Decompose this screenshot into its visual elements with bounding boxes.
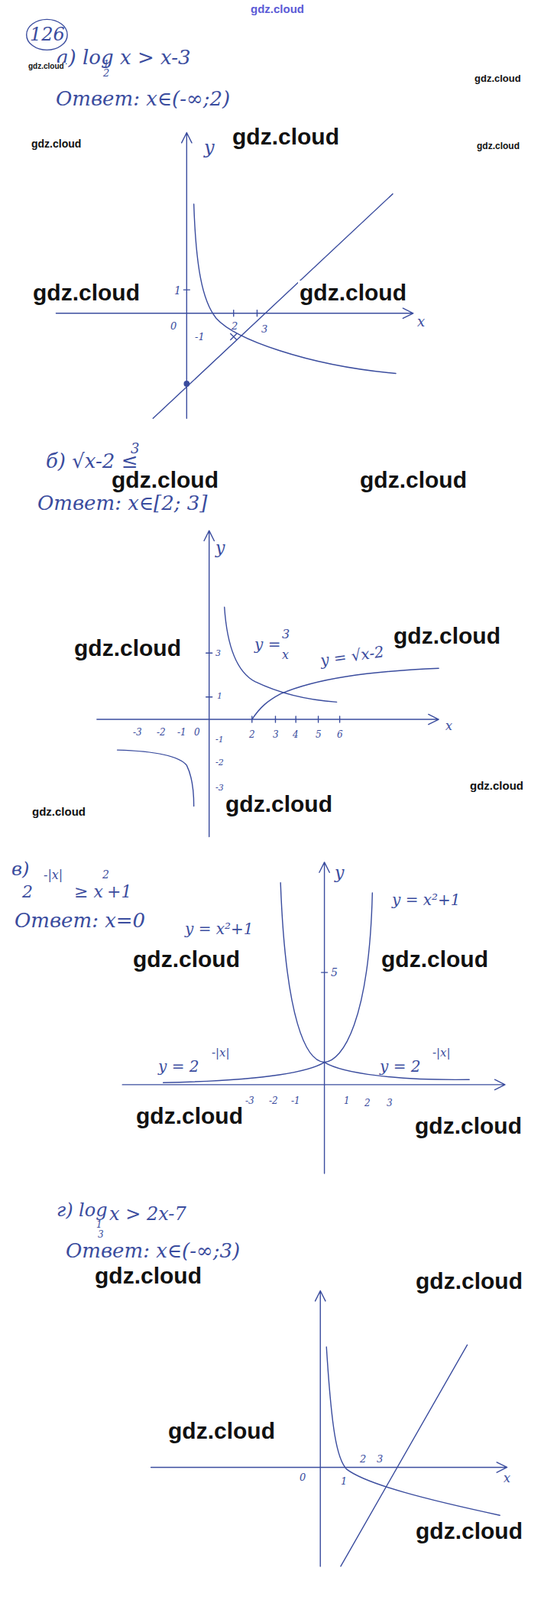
- handwritten-text: x > x-3: [118, 47, 193, 69]
- handwritten-text: Ответ: x=0: [12, 909, 147, 931]
- watermark: gdz.cloud: [468, 779, 525, 792]
- handwritten-text: 3: [385, 1097, 395, 1108]
- watermark: gdz.cloud: [297, 280, 409, 305]
- handwritten-text: 126: [28, 25, 67, 45]
- handwritten-text: 2: [229, 320, 240, 332]
- handwritten-text: x: [280, 648, 291, 662]
- handwritten-text: y = √x-2: [317, 643, 387, 669]
- handwritten-text: x > 2x-7: [107, 1204, 188, 1224]
- watermark: gdz.cloud: [475, 141, 522, 152]
- handwritten-text: x: [415, 314, 427, 330]
- watermark: gdz.cloud: [358, 467, 469, 493]
- handwritten-text: Ответ: x∈(-∞;2): [54, 88, 232, 110]
- handwritten-text: -|x|: [210, 1046, 232, 1059]
- handwritten-text: y = x²+1: [183, 920, 256, 937]
- handwritten-text: 3: [213, 648, 223, 658]
- handwritten-text: 3: [96, 1229, 106, 1240]
- handwritten-text: -3: [131, 727, 144, 738]
- handwritten-text: 2: [358, 1453, 368, 1464]
- watermark: gdz.cloud: [249, 3, 306, 16]
- watermark: gdz.cloud: [134, 1103, 245, 1128]
- watermark: gdz.cloud: [93, 1262, 204, 1288]
- handwritten-text: y = 2: [378, 1058, 423, 1075]
- watermark: gdz.cloud: [223, 791, 334, 817]
- handwritten-text: ≥ x: [72, 882, 105, 901]
- handwritten-text: -2: [155, 727, 168, 738]
- handwritten-text: 5: [314, 729, 324, 740]
- watermark: gdz.cloud: [31, 280, 142, 305]
- handwritten-text: в): [9, 859, 31, 879]
- handwritten-text: -|x|: [42, 868, 65, 882]
- handwritten-text: y =: [252, 636, 282, 653]
- handwritten-text: 2: [100, 868, 111, 881]
- handwritten-text: 1: [215, 691, 224, 701]
- handwritten-text: x: [501, 1471, 512, 1485]
- handwritten-text: 1: [94, 1219, 104, 1230]
- handwritten-text: 0: [168, 320, 179, 332]
- handwritten-text: -1: [175, 727, 188, 738]
- watermark: gdz.cloud: [30, 805, 88, 818]
- handwritten-text: 1: [342, 1095, 352, 1106]
- handwritten-text: 6: [335, 729, 345, 740]
- handwritten-text: -1: [193, 331, 207, 343]
- handwritten-text: г) log: [55, 1200, 110, 1220]
- watermark: gdz.cloud: [29, 138, 83, 150]
- graph-b: [97, 530, 439, 836]
- handwritten-text: 2: [247, 729, 257, 740]
- handwritten-text: -1: [289, 1095, 302, 1106]
- watermark: gdz.cloud: [72, 635, 183, 661]
- number-circle: [26, 19, 68, 50]
- handwritten-text: 3: [280, 628, 292, 642]
- watermark: gdz.cloud: [413, 1113, 524, 1138]
- watermark: gdz.cloud: [391, 623, 502, 648]
- handwritten-text: -3: [213, 783, 226, 793]
- handwritten-text: -3: [243, 1095, 256, 1106]
- handwritten-text: 3: [129, 441, 141, 457]
- handwritten-text: 4: [291, 729, 301, 740]
- handwritten-text: +1: [105, 882, 133, 901]
- handwritten-text: 1: [339, 1475, 349, 1487]
- watermark: gdz.cloud: [110, 467, 221, 493]
- handwritten-text: 5: [329, 966, 340, 978]
- handwritten-text: -2: [267, 1095, 280, 1106]
- handwritten-text: -|x|: [430, 1046, 453, 1059]
- handwritten-text: -2: [213, 757, 226, 768]
- handwritten-text: y: [213, 538, 227, 557]
- watermark: gdz.cloud: [166, 1418, 277, 1443]
- watermark: gdz.cloud: [414, 1518, 525, 1543]
- graph-a: [55, 132, 413, 419]
- handwritten-text: y = x²+1: [390, 891, 463, 908]
- handwritten-text: 1: [172, 284, 183, 297]
- handwritten-text: -1: [213, 735, 226, 745]
- watermark: gdz.cloud: [230, 124, 341, 149]
- watermark: gdz.cloud: [131, 946, 242, 972]
- handwritten-text: 2: [101, 68, 111, 79]
- handwritten-text: 3: [271, 729, 281, 740]
- handwritten-text: y = 2: [156, 1058, 201, 1075]
- handwritten-text: Ответ: x∈[2; 3]: [35, 492, 209, 514]
- watermark: gdz.cloud: [472, 73, 523, 85]
- handwritten-text: y: [333, 863, 346, 881]
- handwritten-text: 0: [297, 1471, 308, 1483]
- handwritten-text: x: [443, 719, 454, 733]
- watermark: gdz.cloud: [26, 62, 66, 72]
- handwritten-text: 2: [362, 1097, 373, 1108]
- handwritten-text: 3: [375, 1453, 385, 1464]
- handwritten-text: Ответ: x∈(-∞;3): [64, 1240, 242, 1261]
- handwritten-text: 0: [192, 727, 202, 738]
- watermark: gdz.cloud: [414, 1268, 525, 1293]
- watermark: gdz.cloud: [379, 946, 490, 972]
- handwritten-text: y: [202, 138, 217, 158]
- handwritten-text: 2: [20, 882, 35, 901]
- handwritten-text: 3: [259, 323, 269, 335]
